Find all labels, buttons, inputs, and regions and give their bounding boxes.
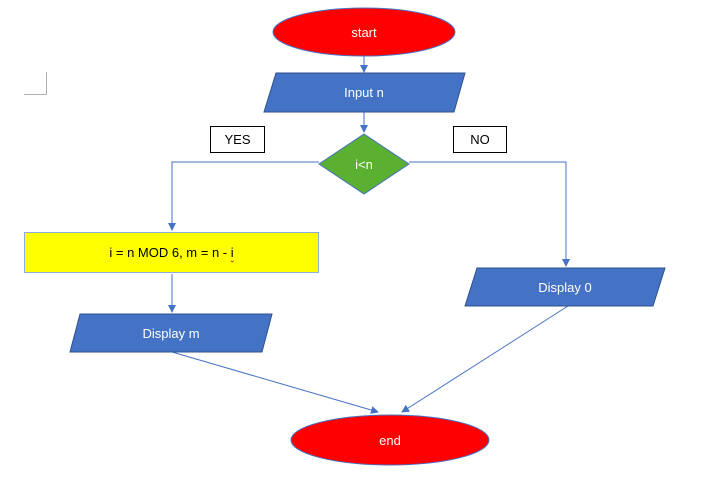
process-node: i = n MOD 6, m = n - i <box>24 232 319 273</box>
end-terminal: end <box>290 414 490 466</box>
display-0-label: Display 0 <box>538 280 591 295</box>
yes-label-box: YES <box>210 126 265 153</box>
yes-label: YES <box>224 132 251 147</box>
connector-decision-no <box>409 161 570 267</box>
corner-crop-mark <box>24 72 47 95</box>
process-label-suffix: i <box>230 245 234 260</box>
no-label-box: NO <box>453 126 507 153</box>
input-n-node: Input n <box>263 72 466 113</box>
display-m-label: Display m <box>142 326 199 341</box>
connector-decision-yes <box>168 161 319 231</box>
end-label: end <box>379 433 401 448</box>
process-label-prefix: i = n MOD 6, m = n - <box>109 245 231 260</box>
decision-label: i<n <box>355 157 373 172</box>
no-label: NO <box>470 132 490 147</box>
start-terminal: start <box>272 7 456 57</box>
connector-display-0-to-end <box>401 305 569 413</box>
input-n-label: Input n <box>344 85 384 100</box>
display-0-node: Display 0 <box>464 267 666 307</box>
start-label: start <box>351 25 377 40</box>
display-m-node: Display m <box>69 313 273 353</box>
connector-display-m-to-end <box>171 351 379 414</box>
decision-node: i<n <box>318 133 410 195</box>
